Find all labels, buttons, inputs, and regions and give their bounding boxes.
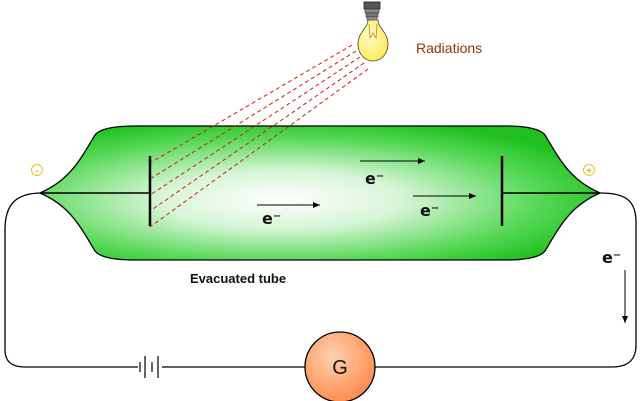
battery-icon [138, 356, 162, 378]
negative-terminal: - [31, 164, 43, 177]
svg-text:-: - [35, 166, 38, 177]
electron-label-4: e⁻ [602, 248, 621, 267]
radiation-rays [149, 44, 369, 228]
light-bulb-icon [357, 1, 389, 62]
svg-text:+: + [586, 166, 592, 177]
positive-terminal: + [583, 164, 595, 177]
svg-text:G: G [332, 357, 348, 379]
evacuated-tube-label: Evacuated tube [190, 271, 286, 286]
circuit-wire [4, 192, 637, 368]
electron-label-3: e⁻ [420, 201, 439, 220]
evacuated-tube [38, 125, 602, 261]
radiations-label: Radiations [416, 40, 482, 56]
galvanometer-icon: G [304, 331, 376, 401]
electron-label-1: e⁻ [262, 209, 281, 228]
electron-label-2: e⁻ [365, 169, 384, 188]
